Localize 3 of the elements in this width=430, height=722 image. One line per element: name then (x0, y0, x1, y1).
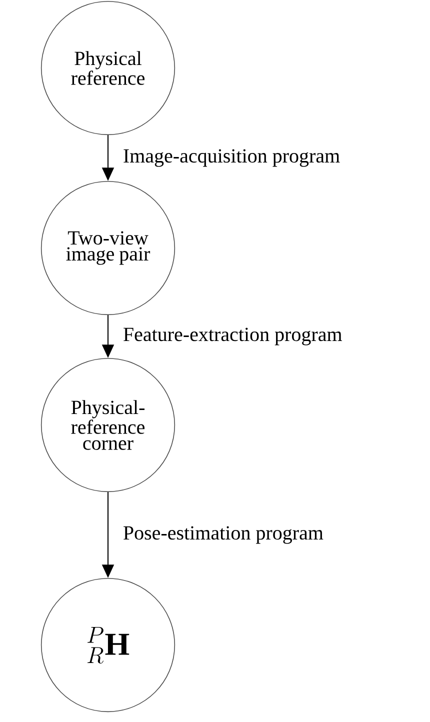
edge-label: Feature-extraction program (124, 328, 342, 346)
edge-label: Pose-estimation program (124, 526, 324, 544)
edge-label: Image-acquisition program (124, 149, 340, 167)
